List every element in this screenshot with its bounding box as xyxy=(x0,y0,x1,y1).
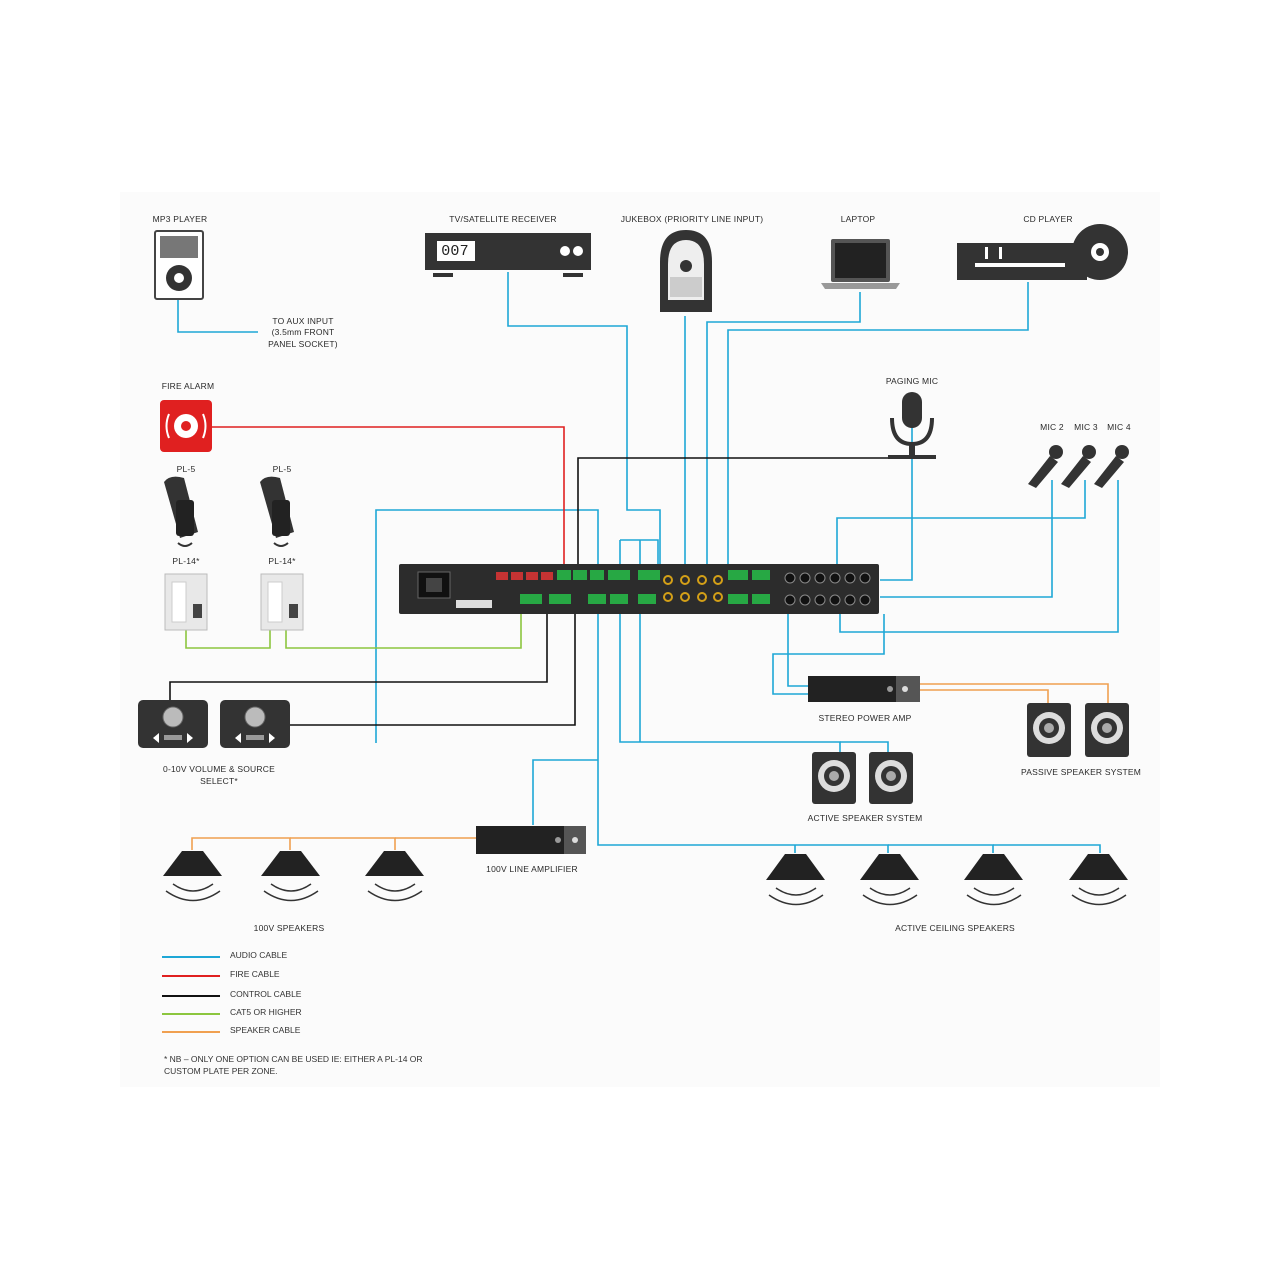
aux-note-line-2: (3.5mm FRONT xyxy=(271,327,335,337)
stereo-power-amp-label: STEREO POWER AMP xyxy=(818,713,912,723)
footnote: * NB – ONLY ONE OPTION CAN BE USED IE: E… xyxy=(164,1053,464,1077)
ceiling-speaker-icon-b xyxy=(860,854,919,906)
legend-swatch xyxy=(162,1013,220,1015)
cd-player-label: CD PLAYER xyxy=(1023,214,1073,224)
line-amplifier-icon xyxy=(476,826,586,854)
mic3-icon xyxy=(1061,445,1096,488)
aux-note-line-3: PANEL SOCKET) xyxy=(268,339,338,349)
tv-receiver-icon xyxy=(425,233,591,277)
active-speaker-icon-a xyxy=(812,752,856,804)
legend-label: FIRE CABLE xyxy=(230,969,280,979)
pl5-label-a: PL-5 xyxy=(176,464,196,474)
main-mixer-unit xyxy=(399,564,879,614)
mic3-label: MIC 3 xyxy=(1074,422,1098,432)
mic4-icon xyxy=(1094,445,1129,488)
jukebox-icon xyxy=(660,230,712,312)
pl14-label-b: PL-14* xyxy=(268,556,296,566)
paging-mic-icon xyxy=(888,392,936,459)
mp3-player-icon xyxy=(154,230,204,300)
volume-select-label-line-1: 0-10V VOLUME & SOURCE xyxy=(163,764,275,774)
line-amplifier-label: 100V LINE AMPLIFIER xyxy=(486,864,578,874)
active-speaker-label: ACTIVE SPEAKER SYSTEM xyxy=(807,813,923,823)
laptop-icon xyxy=(821,239,900,289)
mic2-label: MIC 2 xyxy=(1040,422,1064,432)
aux-note-line-1: TO AUX INPUT xyxy=(272,316,334,326)
footnote-line-2: CUSTOM PLATE PER ZONE. xyxy=(164,1066,278,1076)
fire-cable xyxy=(212,426,565,566)
laptop-label: LAPTOP xyxy=(840,214,876,224)
paging-mic-label: PAGING MIC xyxy=(885,376,939,386)
cd-player-icon xyxy=(957,224,1128,280)
legend-swatch xyxy=(162,975,220,977)
legend-swatch xyxy=(162,1031,220,1033)
jukebox-label: JUKEBOX (PRIORITY LINE INPUT) xyxy=(620,214,764,224)
speaker-100v-icon-c xyxy=(365,851,424,902)
volume-select-plate-icon-b xyxy=(220,700,290,748)
ceiling-speaker-icon-a xyxy=(766,854,825,906)
legend-label: AUDIO CABLE xyxy=(230,950,288,960)
mic4-label: MIC 4 xyxy=(1107,422,1131,432)
audio-cables xyxy=(177,272,1119,853)
cat5-cables xyxy=(185,614,522,649)
passive-speaker-label: PASSIVE SPEAKER SYSTEM xyxy=(1021,767,1141,777)
active-speaker-icon-b xyxy=(869,752,913,804)
pl5-remote-icon-b xyxy=(260,476,294,547)
legend-swatch xyxy=(162,995,220,997)
pl14-label-a: PL-14* xyxy=(172,556,200,566)
legend-swatch xyxy=(162,956,220,958)
speaker-100v-icon-a xyxy=(163,851,222,902)
passive-speaker-icon-b xyxy=(1085,703,1129,757)
fire-alarm-icon xyxy=(160,400,212,452)
control-cables xyxy=(169,457,888,726)
legend-label: CONTROL CABLE xyxy=(230,989,302,999)
stereo-power-amp-icon xyxy=(808,676,920,702)
volume-select-label-line-2: SELECT* xyxy=(200,776,238,786)
mic2-icon xyxy=(1028,445,1063,488)
passive-speaker-icon-a xyxy=(1027,703,1071,757)
ceiling-speakers-label: ACTIVE CEILING SPEAKERS xyxy=(895,923,1015,933)
tv-display-text: 007 xyxy=(441,243,469,260)
speaker-cables xyxy=(191,683,1109,850)
pl14-wall-plate-icon-a xyxy=(164,573,208,631)
tv-receiver-label: TV/SATELLITE RECEIVER xyxy=(449,214,557,224)
ceiling-speaker-icon-c xyxy=(964,854,1023,906)
fire-alarm-label: FIRE ALARM xyxy=(161,381,215,391)
footnote-line-1: * NB – ONLY ONE OPTION CAN BE USED IE: E… xyxy=(164,1054,423,1064)
volume-select-plate-icon-a xyxy=(138,700,208,748)
speakers-100v-label: 100V SPEAKERS xyxy=(253,923,325,933)
pl14-wall-plate-icon-b xyxy=(260,573,304,631)
speaker-100v-icon-b xyxy=(261,851,320,902)
pl5-remote-icon-a xyxy=(164,476,198,547)
pl5-label-b: PL-5 xyxy=(272,464,292,474)
ceiling-speaker-icon-d xyxy=(1069,854,1128,906)
legend-label: CAT5 OR HIGHER xyxy=(230,1007,302,1017)
legend-label: SPEAKER CABLE xyxy=(230,1025,301,1035)
mp3-player-label: MP3 PLAYER xyxy=(152,214,208,224)
